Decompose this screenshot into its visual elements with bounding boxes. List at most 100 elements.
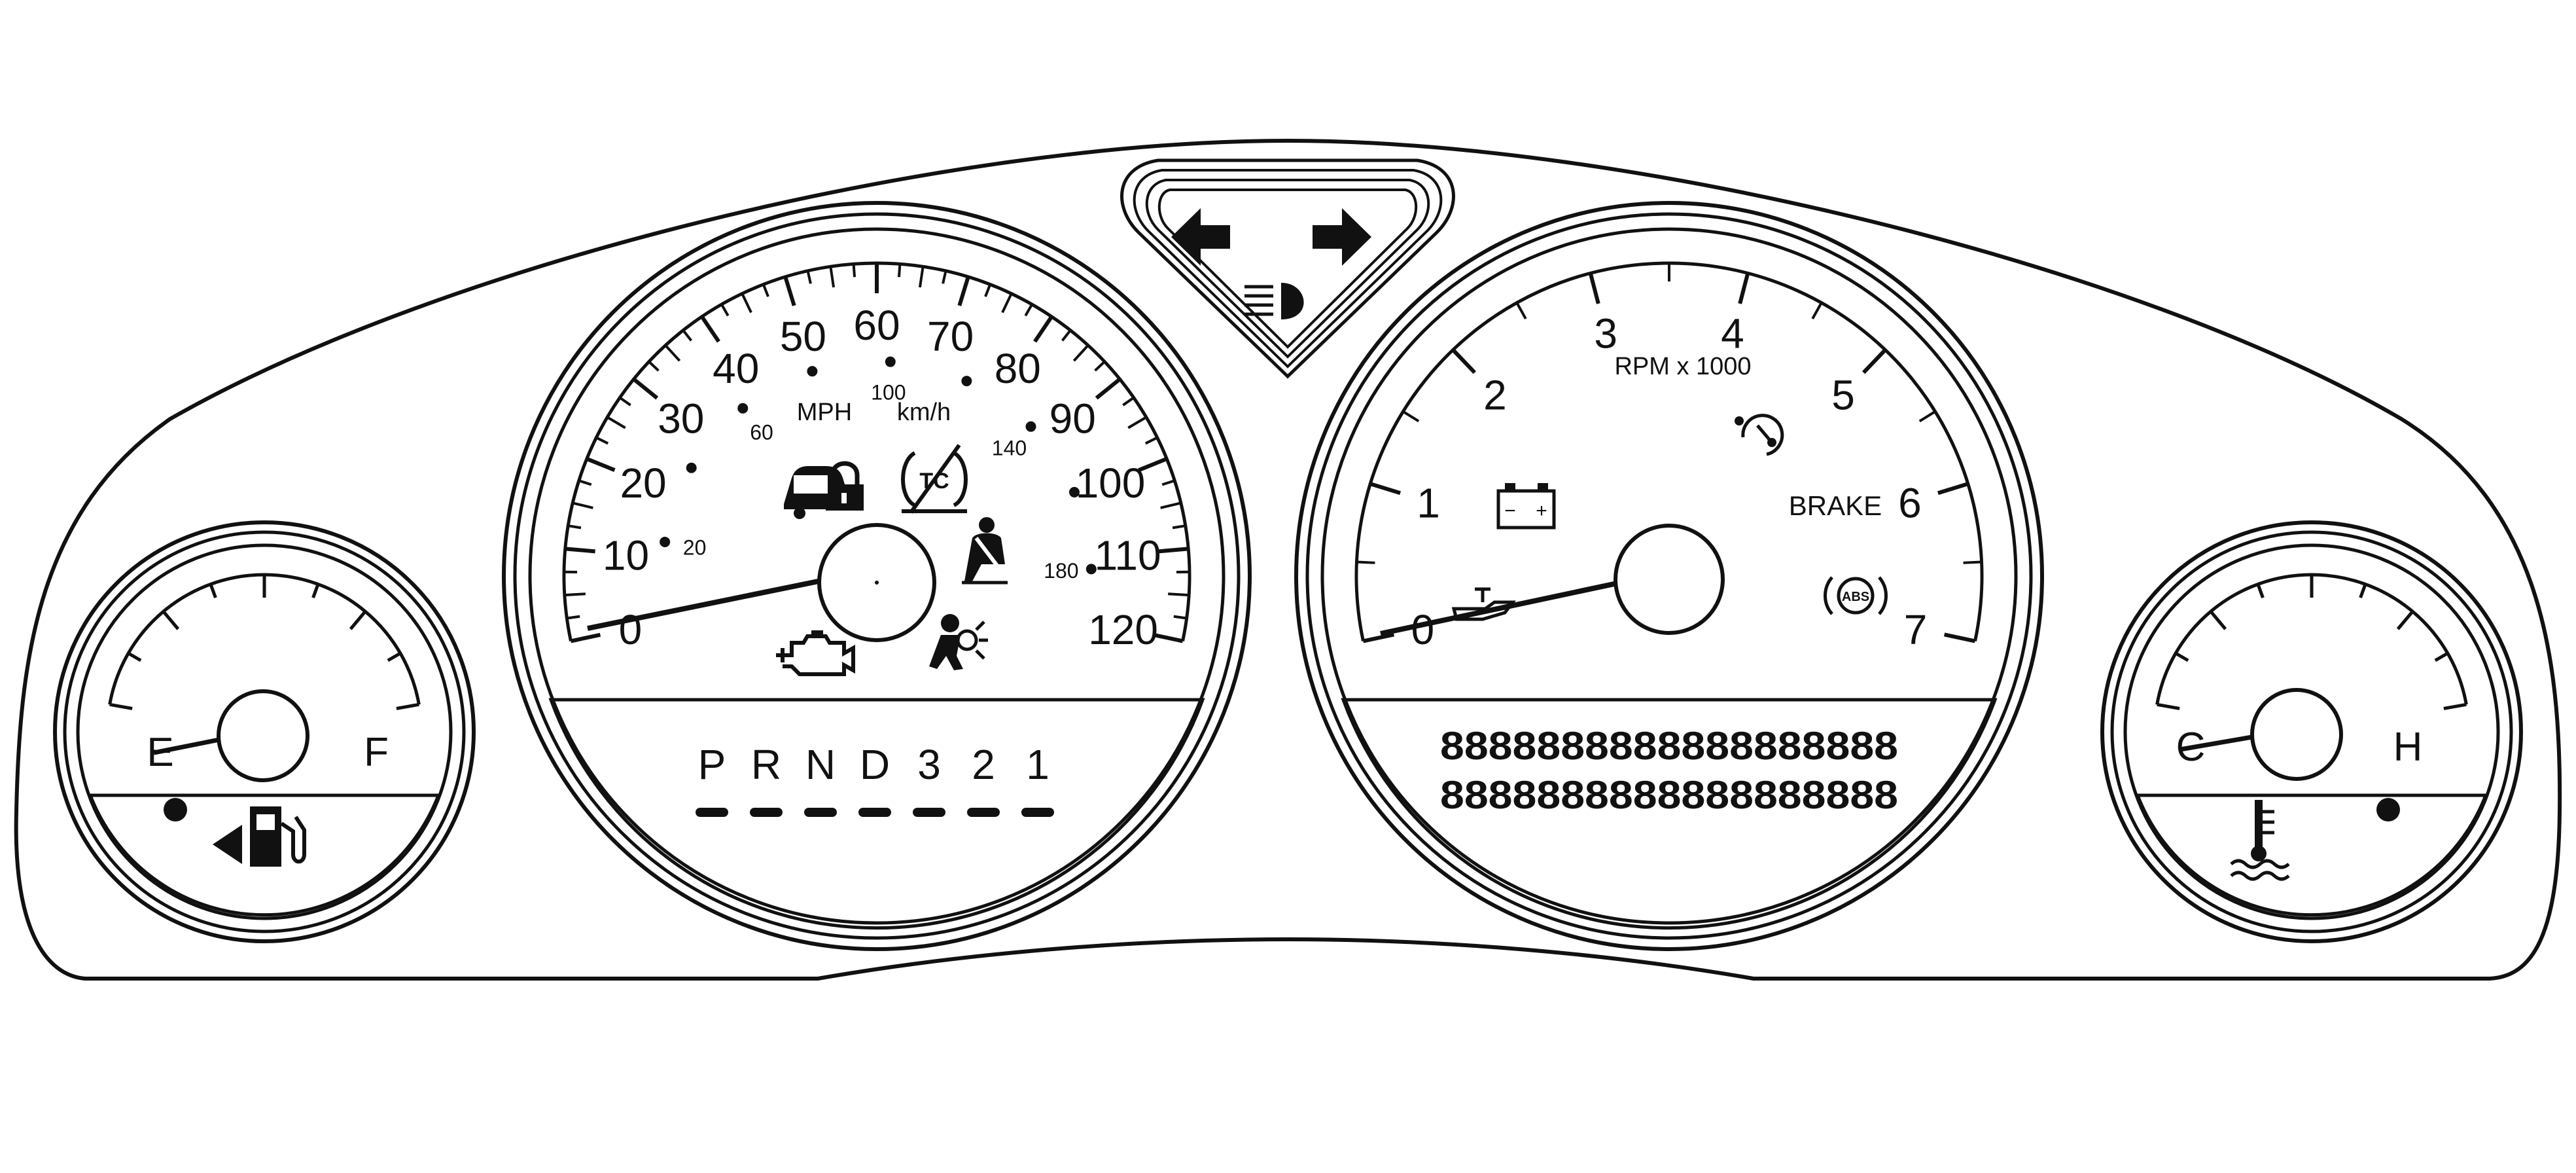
temp-hub [2250, 688, 2343, 781]
kmh-dot [807, 366, 818, 377]
turn-right-arrow-icon [1313, 208, 1371, 266]
gear-indicator-bar [967, 808, 1000, 817]
kmh-label: 60 [750, 421, 773, 444]
seatbelt-icon [962, 517, 1008, 585]
speedometer-tick [897, 264, 902, 278]
speedometer-tick [700, 316, 720, 343]
speedometer-tick [1061, 329, 1072, 342]
gear-label: 1 [1026, 741, 1050, 788]
rpm-label: 1 [1417, 480, 1440, 527]
mph-label: 0 [619, 606, 643, 653]
odometer-line-1: 8888888888888888888 [1440, 724, 1898, 768]
fuel-hub [217, 689, 309, 782]
mph-label: 50 [780, 313, 826, 360]
tachometer-needle [1380, 577, 1636, 636]
svg-text:−: − [1504, 500, 1516, 522]
tachometer-hub [1614, 524, 1725, 635]
tachometer-tick [1811, 302, 1823, 319]
speedometer-tick [918, 266, 925, 288]
tachometer-tick [1963, 560, 1982, 564]
speedometer-tick [664, 344, 681, 362]
speedometer-tick [1172, 524, 1186, 530]
cruise-icon [1735, 414, 1784, 456]
speedometer-tick [1001, 293, 1013, 314]
fuel-full-label: F [364, 730, 389, 775]
tachometer-tick [1918, 410, 1936, 423]
tachometer-scale-arc [1354, 261, 1984, 641]
fuel-tick [396, 702, 419, 710]
mph-label: 60 [853, 302, 900, 349]
cluster-housing [14, 138, 2562, 981]
speedometer-tick [1144, 436, 1158, 445]
fuel-scale-arc [108, 573, 421, 705]
gear-label: 3 [917, 741, 941, 788]
speedometer-tick [1161, 479, 1175, 486]
speedometer-tick [1168, 592, 1190, 597]
speedometer-tick [1158, 547, 1189, 554]
rpm-label: 5 [1831, 372, 1855, 419]
temp-lower-panel [2135, 793, 2488, 917]
gear-label: P [698, 741, 726, 788]
speedometer-tick [1160, 501, 1182, 509]
mph-label: 40 [713, 345, 759, 392]
fuel-tick [109, 702, 133, 710]
gear-label: D [860, 741, 890, 788]
speedometer-tick [565, 547, 595, 554]
speedometer-tick [1095, 377, 1121, 400]
fuel-tick [349, 610, 367, 630]
kmh-label: 140 [992, 437, 1027, 460]
tachometer-tick [1369, 482, 1401, 496]
gear-label: N [805, 741, 836, 788]
rpm-label: 3 [1594, 310, 1617, 357]
temp-scale [2155, 573, 2468, 710]
kmh-dot [686, 462, 697, 473]
tachometer-tick [1937, 482, 1969, 496]
speedometer-tick [783, 276, 796, 306]
temp-tick [2174, 651, 2189, 662]
mph-label: 100 [1076, 460, 1146, 507]
airbag-icon [929, 614, 988, 670]
temp-tick [2443, 702, 2467, 710]
fuel-tick [162, 610, 180, 630]
fuel-warning-lamp [164, 798, 187, 821]
speedometer-tick [648, 361, 660, 372]
speedometer-tick [806, 270, 812, 284]
speedometer-needle [587, 573, 845, 631]
fuel-pump-icon [213, 806, 306, 867]
speedometer-tick [1152, 632, 1184, 643]
speedometer-tick [586, 457, 616, 472]
mph-label: 80 [995, 345, 1041, 392]
turn-left-arrow-icon [1171, 208, 1230, 266]
abs-label: ABS [1842, 590, 1869, 604]
mph-label: 10 [603, 532, 649, 579]
speedometer-tick [829, 266, 836, 288]
speedometer-tick [567, 615, 580, 620]
tachometer-tick [1861, 348, 1887, 374]
speedometer-tick [619, 396, 631, 406]
tachometer-tick [1588, 272, 1600, 304]
kmh-dot [961, 376, 972, 387]
abs-icon: ABS [1824, 576, 1888, 615]
speedometer-tick [682, 329, 693, 342]
speedometer-tick [632, 377, 659, 400]
rpm-unit-label: RPM x 1000 [1614, 353, 1751, 380]
kmh-unit-label: km/h [897, 399, 951, 426]
fuel-lower-panel [88, 793, 441, 917]
temp-tick [2209, 610, 2227, 630]
temp-warning-lamp [2376, 798, 2400, 821]
temp-hot-label: H [2393, 725, 2423, 770]
temp-tick [2396, 610, 2414, 630]
speedometer-tick [572, 501, 593, 509]
mph-label: 20 [620, 460, 666, 507]
mph-label: 90 [1050, 395, 1096, 442]
speedometer-tick [1094, 361, 1106, 372]
speedometer-tick [570, 632, 601, 643]
security-icon [784, 461, 864, 519]
speedometer-tick [762, 283, 769, 297]
speedometer-tick [1173, 615, 1187, 620]
gear-indicator-bar [750, 808, 783, 817]
